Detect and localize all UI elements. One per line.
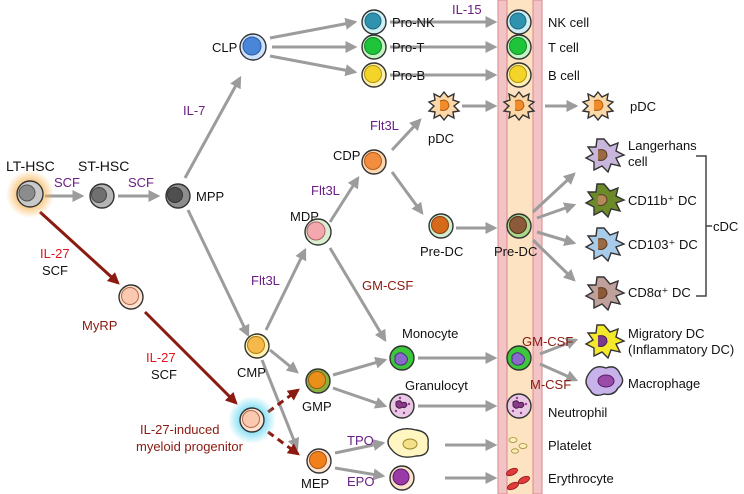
cd103-dc-cell: [584, 227, 626, 263]
granulocyt-label: Granulocyt: [405, 378, 468, 393]
st-hsc-label: ST-HSC: [78, 158, 129, 174]
scf-label-b: SCF: [151, 367, 177, 382]
cd11b-dc-label: CD11b⁺ DC: [628, 193, 697, 208]
megakaryocyte-cell: [387, 427, 429, 458]
mpp-cell: [165, 183, 191, 209]
t-cell-label: T cell: [548, 40, 579, 55]
m-csf-label: M-CSF: [530, 377, 571, 392]
pro-b-label: Pro-B: [392, 68, 425, 83]
myrp-cell: [118, 284, 144, 310]
langerhans-label-2: cell: [628, 154, 648, 169]
migratory-dc-cell: [584, 324, 626, 360]
mpp-label: MPP: [196, 189, 224, 204]
t-cell-vessel: [506, 34, 532, 60]
gmp-cell: [305, 368, 331, 394]
il7-label: IL-7: [183, 103, 205, 118]
pre-dc-cell-vessel: [506, 213, 532, 239]
cdp-label: CDP: [333, 148, 360, 163]
b-cell-label: B cell: [548, 68, 580, 83]
monocyte-cell-vessel: [506, 345, 532, 371]
flt3l-mdp-label: Flt3L: [311, 183, 340, 198]
il27-progenitor-cell: [239, 407, 265, 433]
cd103-dc-label: CD103⁺ DC: [628, 237, 698, 252]
epo-label: EPO: [347, 474, 374, 489]
cdp-cell: [361, 149, 387, 175]
cd8a-dc-cell: [584, 276, 626, 312]
il27-progenitor-label-1: IL-27-induced: [140, 422, 220, 437]
pro-nk-label: Pro-NK: [392, 15, 435, 30]
gm-csf-monocyte-label: GM-CSF: [362, 278, 413, 293]
langerhans-label-1: Langerhans: [628, 138, 697, 153]
platelets-vessel: [508, 437, 528, 454]
scf-label-2: SCF: [128, 175, 154, 190]
pro-nk-cell: [361, 9, 387, 35]
pro-t-label: Pro-T: [392, 40, 425, 55]
lt-hsc-cell: [16, 180, 44, 208]
pre-dc-label: Pre-DC: [420, 244, 463, 259]
pdc-mature-label: pDC: [630, 99, 656, 114]
st-hsc-cell: [89, 183, 115, 209]
nk-cell-vessel: [506, 9, 532, 35]
pdc-cell-vessel: [502, 90, 536, 122]
myrp-label: MyRP: [82, 318, 117, 333]
pdc-cell-mature: [581, 90, 615, 122]
pdc-cell-precursor: [427, 90, 461, 122]
cd11b-dc-cell: [584, 183, 626, 219]
cmp-cell: [244, 333, 270, 359]
neutrophil-label: Neutrophil: [548, 405, 607, 420]
migratory-dc-label-1: Migratory DC: [628, 326, 705, 341]
scf-label-1: SCF: [54, 175, 80, 190]
migratory-dc-label-2: (Inflammatory DC): [628, 342, 734, 357]
cdc-label: cDC: [713, 219, 738, 234]
cdc-bracket: [696, 155, 712, 297]
clp-cell: [239, 33, 267, 61]
monocyte-cell: [389, 345, 415, 371]
gmp-label: GMP: [302, 399, 332, 414]
erythrocyte-label: Erythrocyte: [548, 471, 614, 486]
macrophage-label: Macrophage: [628, 376, 700, 391]
b-cell-vessel: [506, 62, 532, 88]
tpo-label: TPO: [347, 433, 374, 448]
pre-dc-cell: [428, 213, 454, 239]
mep-label: MEP: [301, 476, 329, 491]
clp-label: CLP: [212, 40, 237, 55]
il27-progenitor-label-2: myeloid progenitor: [136, 439, 244, 454]
neutrophil-cell-vessel: [506, 393, 532, 419]
labels: LT-HSC ST-HSC MPP CLP CMP MDP CDP GMP ME…: [6, 2, 738, 491]
scf-label-a: SCF: [42, 263, 68, 278]
gm-csf-tissue-label: GM-CSF: [522, 334, 573, 349]
lt-hsc-label: LT-HSC: [6, 158, 55, 174]
pre-dc-vessel-label: Pre-DC: [494, 244, 537, 259]
cd8a-dc-label: CD8α⁺ DC: [628, 285, 691, 300]
pro-t-cell: [361, 34, 387, 60]
nk-cell-label: NK cell: [548, 15, 589, 30]
il27-label-a: IL-27: [40, 246, 70, 261]
flt3l-cmp-label: Flt3L: [251, 273, 280, 288]
flt3l-cdp-label: Flt3L: [370, 118, 399, 133]
platelet-label: Platelet: [548, 438, 592, 453]
il15-label: IL-15: [452, 2, 482, 17]
mdp-label: MDP: [290, 209, 319, 224]
macrophage-cell: [585, 365, 624, 397]
langerhans-cell: [584, 138, 626, 174]
il27-label-b: IL-27: [146, 350, 176, 365]
pdc-precursor-label: pDC: [428, 131, 454, 146]
cmp-label: CMP: [237, 365, 266, 380]
pro-b-cell: [361, 62, 387, 88]
monocyte-label: Monocyte: [402, 326, 458, 341]
erythroblast-cell: [389, 465, 415, 491]
erythrocytes-vessel: [506, 467, 530, 491]
mep-cell: [306, 448, 332, 474]
granulocyte-cell: [389, 393, 415, 419]
mdp-cell: [304, 218, 332, 246]
il27-pathway-arrows: [38, 210, 300, 456]
